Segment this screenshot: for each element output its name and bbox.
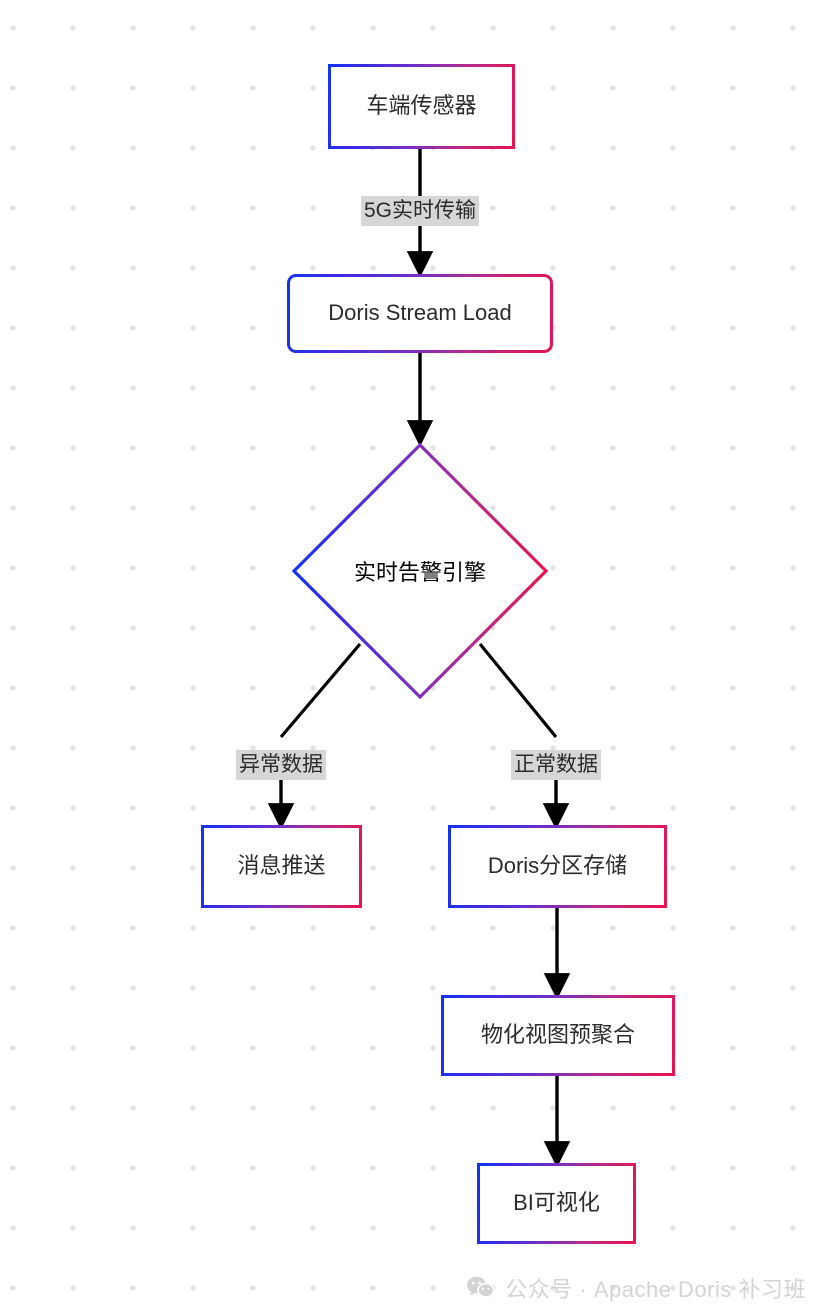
node-doris-partition-storage[interactable]: Doris分区存储: [448, 825, 667, 908]
edge-label-5g-transmission: 5G实时传输: [360, 196, 480, 226]
node-materialized-view[interactable]: 物化视图预聚合: [441, 995, 675, 1076]
watermark-text: 公众号 · Apache Doris 补习班: [505, 1277, 806, 1302]
node-doris-stream-load-label: Doris Stream Load: [328, 300, 512, 326]
node-doris-stream-load[interactable]: Doris Stream Load: [287, 274, 553, 353]
node-message-push[interactable]: 消息推送: [201, 825, 362, 908]
watermark: 公众号 · Apache Doris 补习班: [466, 1272, 806, 1304]
node-sensor-label: 车端传感器: [366, 93, 477, 119]
node-sensor[interactable]: 车端传感器: [328, 64, 515, 149]
diamond-shape: [291, 442, 549, 700]
node-alert-engine[interactable]: 实时告警引擎: [291, 442, 549, 700]
edge-label-normal-data: 正常数据: [511, 750, 601, 780]
node-materialized-view-label: 物化视图预聚合: [480, 1022, 635, 1048]
node-doris-partition-storage-label: Doris分区存储: [487, 853, 628, 879]
edge-label-abnormal-data: 异常数据: [236, 750, 326, 780]
node-alert-engine-label: 实时告警引擎: [353, 560, 486, 585]
node-bi-visualization[interactable]: BI可视化: [477, 1163, 636, 1244]
node-message-push-label: 消息推送: [237, 853, 326, 879]
wechat-icon: [466, 1276, 496, 1300]
node-bi-visualization-label: BI可视化: [513, 1190, 600, 1216]
